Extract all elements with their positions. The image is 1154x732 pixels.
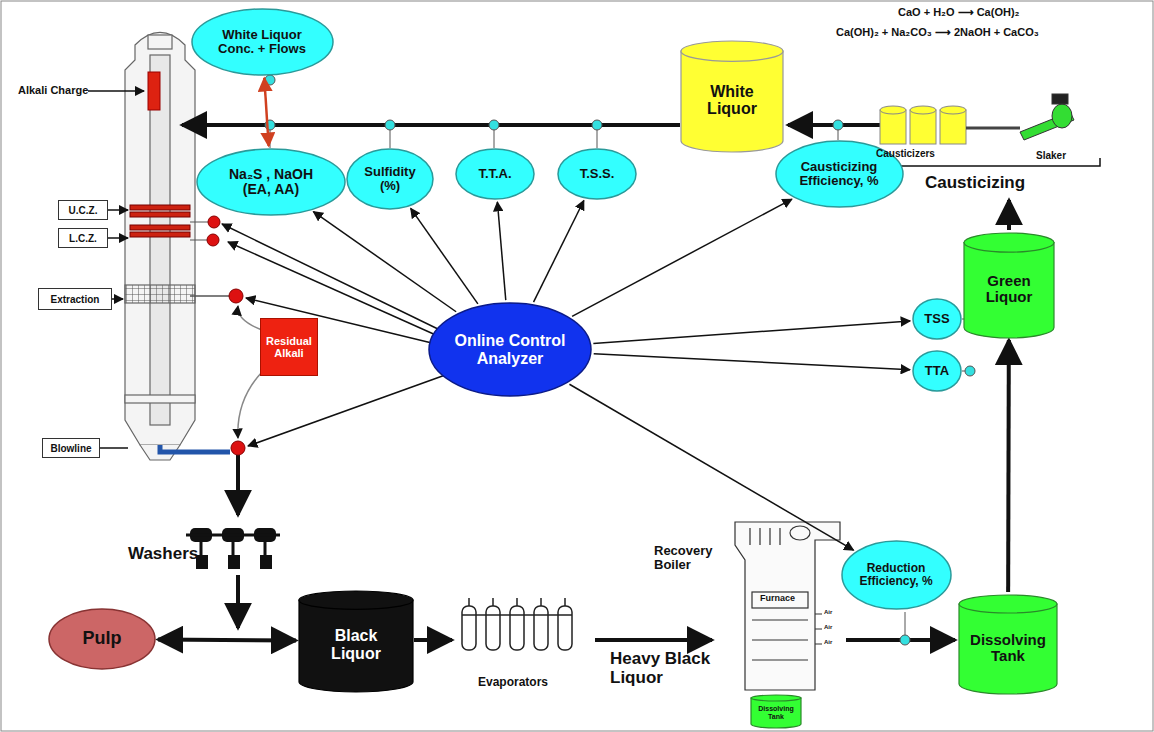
node-text: Dissolving Tank [967,632,1049,665]
text-label: Causticizing [925,174,1025,193]
node-text: Dissolving Tank [756,705,797,720]
tank: Green Liquor [963,232,1055,338]
text-label: Furnace [760,594,795,604]
zone-box: U.C.Z. [58,200,108,220]
connector [593,321,910,344]
text-label: Air [824,609,832,616]
text-label: Ca(OH)₂ + Na₂CO₃ ⟶ 2NaOH + CaCO₃ [836,26,1039,38]
tank: White Liquor [680,40,784,152]
zone-box: Blowline [42,438,100,458]
node-text: Sulfidity (%) [360,165,420,194]
ellipse-tag: Sulfidity (%) [346,148,434,210]
text-label: Evaporators [478,676,548,689]
text-label: Alkali Charge [18,84,88,96]
analyzer-ellipse: Online Control Analyzer [428,302,592,397]
connector [158,639,296,640]
text-label: Causticizers [876,148,935,159]
node-text: Reduction Efficiency, % [858,562,935,588]
connector [264,78,268,146]
ellipse-tag: Na₂S , NaOH (EA, AA) [196,148,346,216]
node-text: T.S.S. [580,167,615,181]
ellipse-tag: Reduction Efficiency, % [841,540,952,610]
text-label: Slaker [1036,150,1066,161]
text-label: Air [824,639,832,646]
connector [497,202,505,300]
node-text: Blowline [50,443,91,454]
text-label: Washers [128,545,198,564]
ellipse-tag: TSS [912,298,962,340]
node-text: Extraction [51,294,100,305]
connector [1006,340,1011,592]
node-text: White Liquor Conc. + Flows [212,28,312,57]
node-text: Pulp [83,629,122,649]
node-text: Green Liquor [972,273,1047,306]
node-text: L.C.Z. [69,233,97,244]
ellipse-tag: T.T.A. [455,148,535,200]
node-text: Residual Alkali [265,335,313,359]
text-label: CaO + H₂O ⟶ Ca(OH)₂ [898,6,1019,18]
zone-box: Extraction [38,288,112,310]
connector [313,212,456,312]
tank: Dissolving Tank [958,594,1058,694]
node-text: Causticizing Efficiency, % [794,160,884,189]
connector [569,384,853,550]
node-text: Online Control Analyzer [453,332,568,367]
zone-box: L.C.Z. [58,228,108,248]
connector [534,201,584,303]
node-text: White Liquor [689,83,775,118]
ellipse-tag: T.S.S. [557,148,637,200]
ellipse-tag: White Liquor Conc. + Flows [191,8,334,76]
node-text: TTA [925,364,949,378]
ellipse-tag: Pulp [48,608,156,670]
text-label: Heavy Black Liquor [610,650,720,687]
text-label: Air [824,624,832,631]
text-label: Recovery Boiler [654,544,726,573]
connector [572,199,792,316]
ellipse-tag: TTA [912,350,962,392]
node-text: Na₂S , NaOH (EA, AA) [219,167,324,198]
node-text: Black Liquor [308,627,404,662]
node-text: T.T.A. [478,167,511,181]
node-text: U.C.Z. [69,205,98,216]
note-box: Residual Alkali [260,318,318,376]
connector [411,208,478,303]
tank: Black Liquor [298,590,414,692]
connector [594,354,910,370]
node-text: TSS [924,312,949,326]
tank: Dissolving Tank [750,694,802,728]
